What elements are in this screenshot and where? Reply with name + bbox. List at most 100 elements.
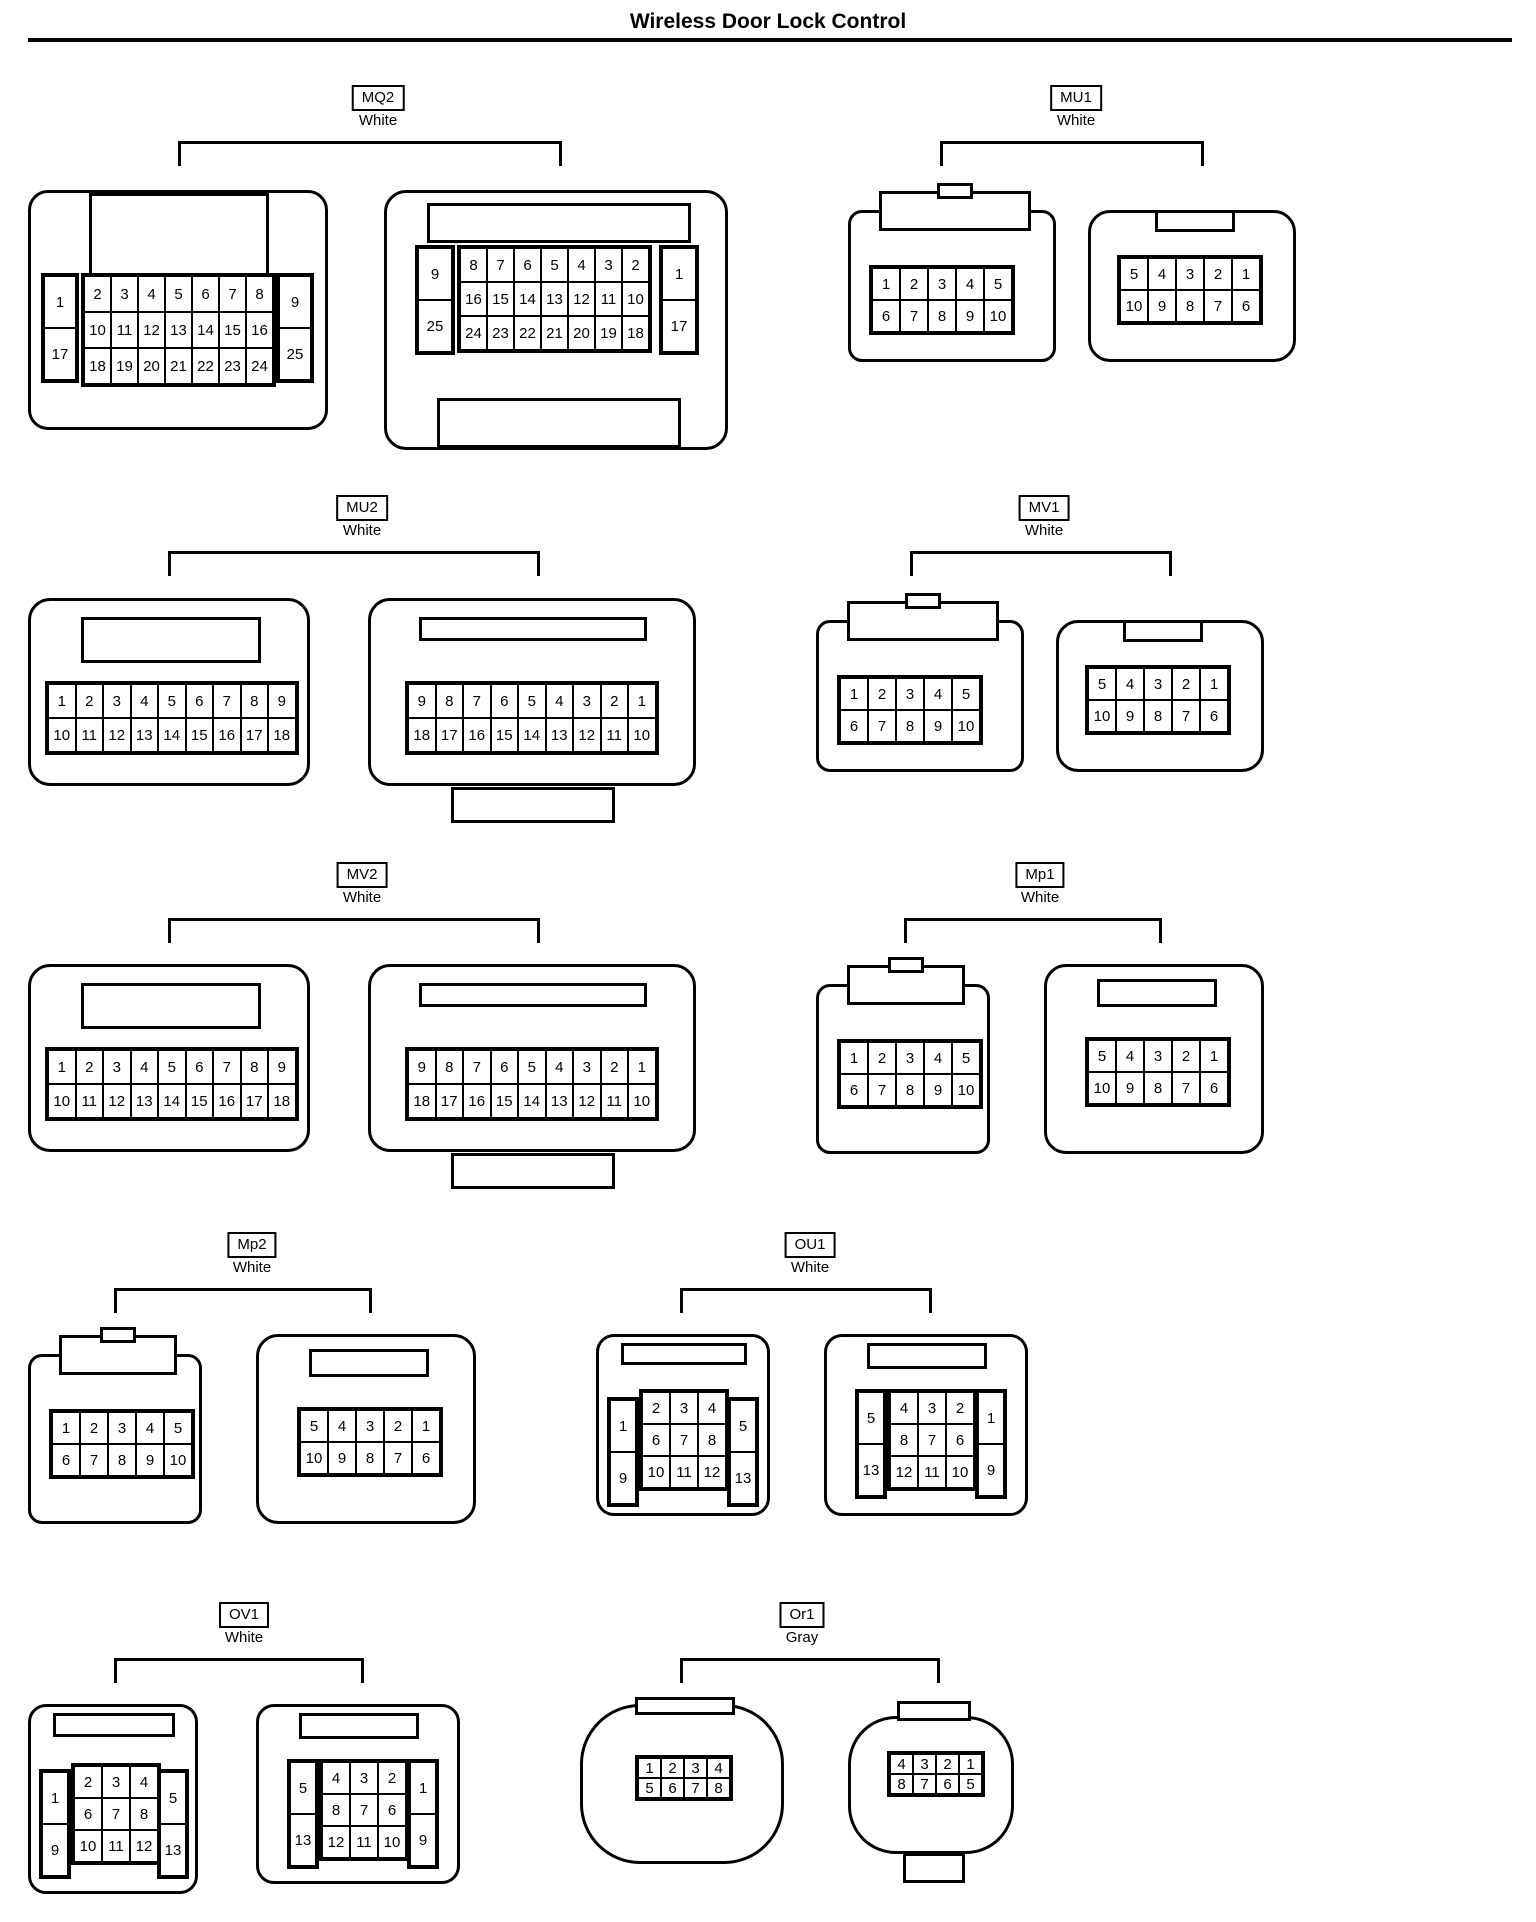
pin-cell: 17 <box>435 718 463 752</box>
pin-cell: 2 <box>642 1392 670 1424</box>
pin-cell: 4 <box>545 1050 573 1084</box>
pin-cell: 7 <box>670 1424 698 1456</box>
pin-cell: 8 <box>322 1794 350 1826</box>
pin-cell: 5 <box>952 1042 980 1074</box>
pin-cell: 8 <box>246 276 273 312</box>
pin-cell: 10 <box>622 282 649 316</box>
pin-cell: 7 <box>1172 700 1200 732</box>
pin-cell: 1 <box>959 1754 982 1774</box>
pin-cell: 14 <box>514 282 541 316</box>
side-pin-cell: 1 <box>44 276 76 328</box>
pin-cell: 2 <box>936 1754 959 1774</box>
pin-cell: 8 <box>890 1774 913 1794</box>
pin-cell: 10 <box>984 300 1012 332</box>
pin-cell: 6 <box>74 1798 102 1830</box>
pin-cell: 3 <box>1144 1040 1172 1072</box>
pin-cell: 7 <box>102 1798 130 1830</box>
pin-cell: 6 <box>1200 700 1228 732</box>
pin-cell: 11 <box>600 1084 628 1118</box>
pin-cell: 2 <box>75 684 103 718</box>
pin-cell: 3 <box>595 248 622 282</box>
pin-cell: 16 <box>213 718 241 752</box>
pin-cell: 10 <box>642 1456 670 1488</box>
pin-cell: 2 <box>1172 1040 1200 1072</box>
pin-cell: 9 <box>408 684 436 718</box>
pin-cell: 18 <box>268 1084 296 1118</box>
side-pin-cell: 5 <box>730 1400 756 1452</box>
latch <box>621 1343 747 1365</box>
pin-cell: 14 <box>158 718 186 752</box>
pin-cell: 12 <box>103 1084 131 1118</box>
side-pin-cell: 9 <box>978 1444 1004 1496</box>
pin-cell: 22 <box>514 316 541 350</box>
connector-color: White <box>1024 522 1064 539</box>
pin-cell: 19 <box>111 348 138 384</box>
connector-color: White <box>358 112 398 129</box>
side-pin-cell: 9 <box>42 1824 68 1876</box>
pin-cell: 8 <box>1144 1072 1172 1104</box>
pin-cell: 21 <box>165 348 192 384</box>
pin-cell: 13 <box>130 1084 158 1118</box>
pin-cell: 3 <box>896 1042 924 1074</box>
connector-code: MU2 <box>336 495 388 521</box>
pin-cell: 1 <box>1232 258 1260 290</box>
pin-cell: 6 <box>946 1424 974 1456</box>
pin-cell: 7 <box>918 1424 946 1456</box>
side-pin-cell: 9 <box>610 1452 636 1504</box>
pin-cell: 23 <box>487 316 514 350</box>
connector-bracket <box>910 551 1172 576</box>
pin-cell: 24 <box>460 316 487 350</box>
pin-cell: 14 <box>192 312 219 348</box>
pin-cell: 11 <box>918 1456 946 1488</box>
pin-cell: 2 <box>622 248 649 282</box>
pin-cell: 12 <box>568 282 595 316</box>
connector-bracket <box>168 918 540 943</box>
pin-cell: 4 <box>130 1766 158 1798</box>
pin-cell: 5 <box>638 1778 661 1798</box>
side-pin-cell: 17 <box>662 300 696 352</box>
connector-bracket <box>680 1288 932 1313</box>
pin-cell: 1 <box>638 1758 661 1778</box>
pin-cell: 7 <box>80 1444 108 1476</box>
latch <box>451 1153 615 1189</box>
latch <box>419 617 647 641</box>
pin-cell: 3 <box>928 268 956 300</box>
pin-cell: 4 <box>136 1412 164 1444</box>
pin-cell: 4 <box>1148 258 1176 290</box>
pin-cell: 7 <box>868 1074 896 1106</box>
pin-cell: 6 <box>185 684 213 718</box>
pin-cell: 3 <box>103 684 131 718</box>
pin-cell: 15 <box>185 718 213 752</box>
pin-cell: 4 <box>890 1392 918 1424</box>
pin-cell: 2 <box>600 1050 628 1084</box>
pin-cell: 13 <box>545 1084 573 1118</box>
pin-cell: 4 <box>130 1050 158 1084</box>
connector-code: OV1 <box>218 1602 270 1628</box>
pin-cell: 4 <box>1116 1040 1144 1072</box>
pin-cell: 6 <box>185 1050 213 1084</box>
latch <box>437 398 681 448</box>
latch <box>309 1349 429 1377</box>
latch <box>299 1713 419 1739</box>
pin-cell: 9 <box>924 710 952 742</box>
pin-cell: 8 <box>435 1050 463 1084</box>
pin-cell: 5 <box>165 276 192 312</box>
pin-cell: 7 <box>213 1050 241 1084</box>
pin-cell: 1 <box>412 1410 440 1442</box>
pin-cell: 10 <box>48 1084 76 1118</box>
pin-cell: 11 <box>670 1456 698 1488</box>
